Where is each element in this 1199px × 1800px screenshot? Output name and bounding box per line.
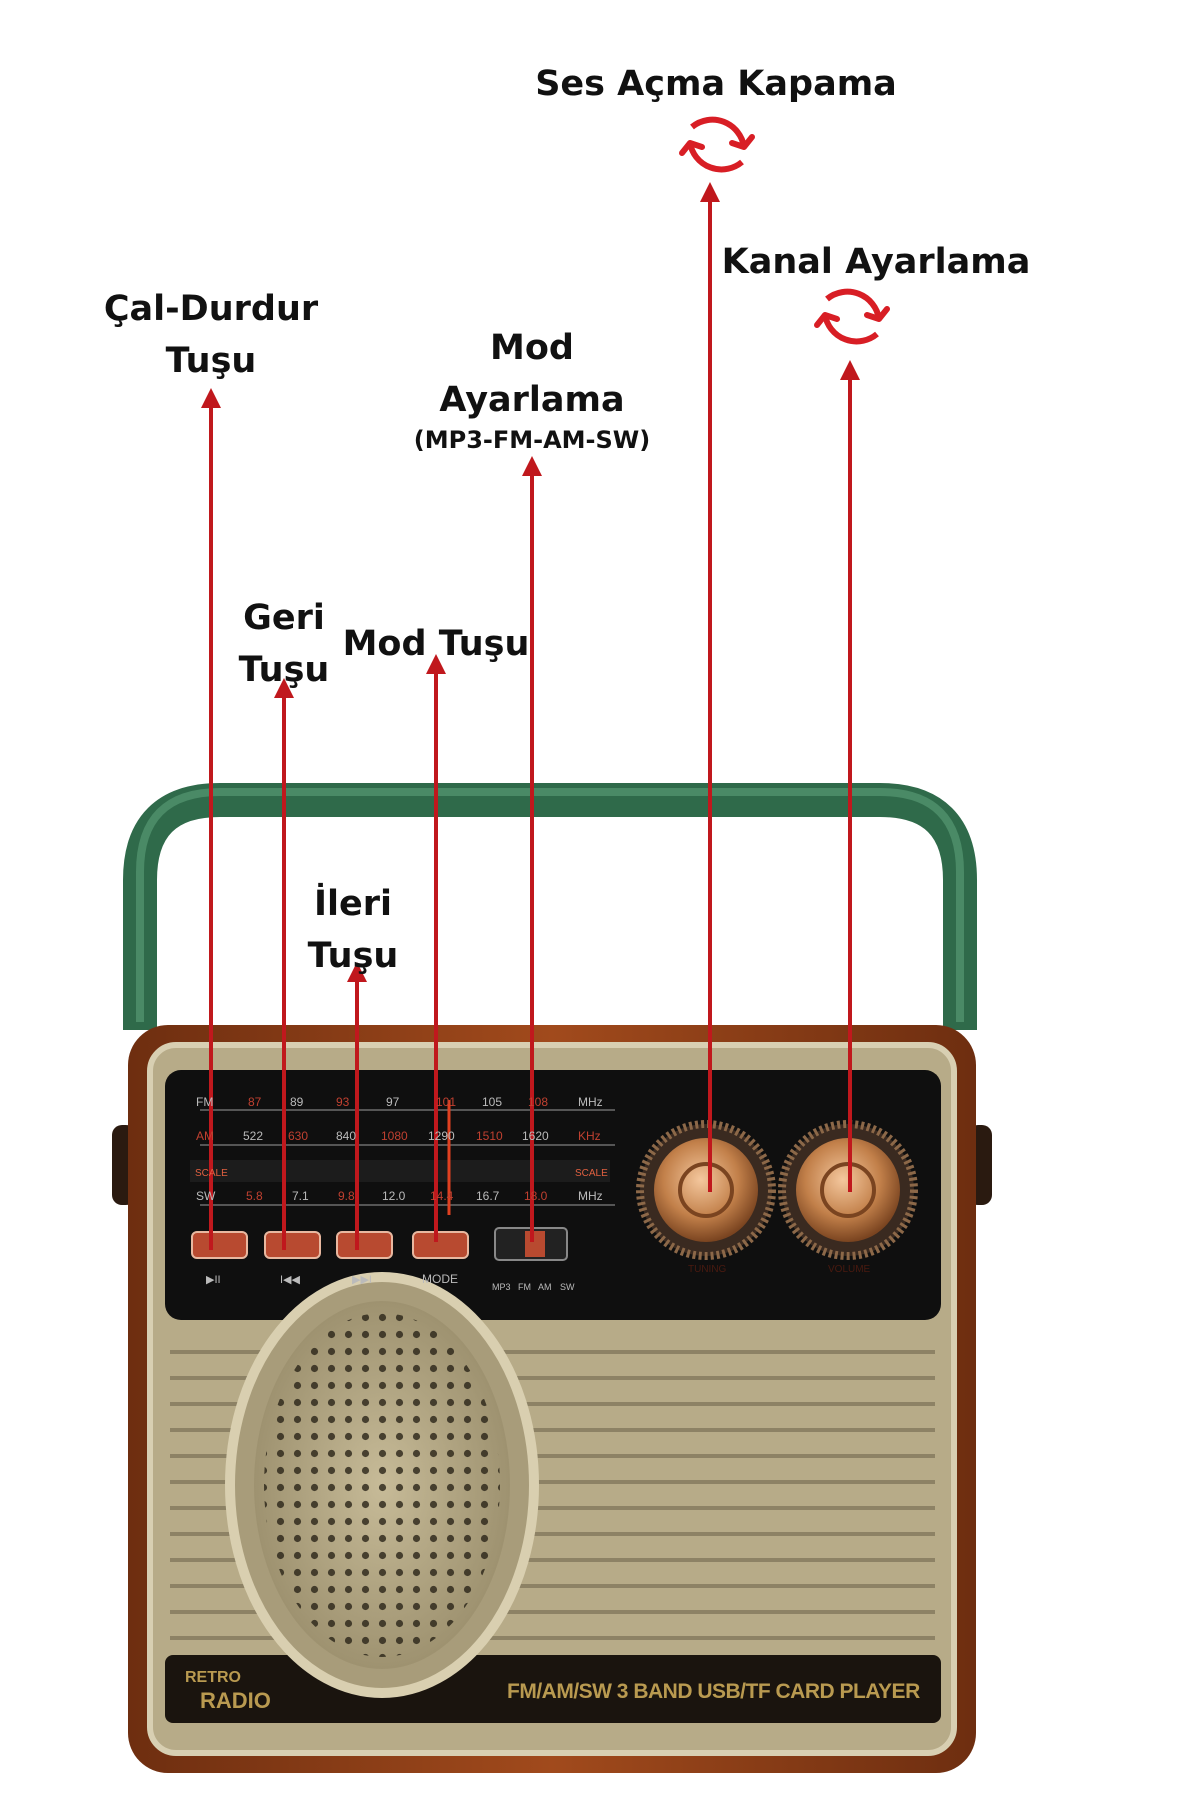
- label-back: Geri Tuşu: [238, 598, 330, 690]
- label-volume: Ses Açma Kapama: [535, 64, 897, 104]
- speaker: [225, 1272, 539, 1698]
- rotate-icon-tuning: [814, 288, 890, 345]
- next-button[interactable]: [336, 1231, 393, 1259]
- play-pause-button[interactable]: [191, 1231, 248, 1259]
- front-buttons: [191, 1227, 568, 1261]
- tuning-knob[interactable]: [636, 1120, 776, 1260]
- label-mode-adjust: Mod Ayarlama (MP3-FM-AM-SW): [413, 328, 651, 454]
- label-mode-button: Mod Tuşu: [342, 624, 530, 664]
- rotate-icon-volume: [679, 116, 755, 173]
- label-play-pause: Çal-Durdur Tuşu: [103, 289, 319, 381]
- label-next: İleri Tuşu: [307, 884, 399, 976]
- label-tuning: Kanal Ayarlama: [721, 242, 1031, 282]
- callout-arrows: [201, 182, 860, 1250]
- bottom-label-panel: [165, 1655, 941, 1723]
- back-button[interactable]: [264, 1231, 321, 1259]
- handle: [123, 783, 977, 1030]
- mode-button[interactable]: [412, 1231, 469, 1259]
